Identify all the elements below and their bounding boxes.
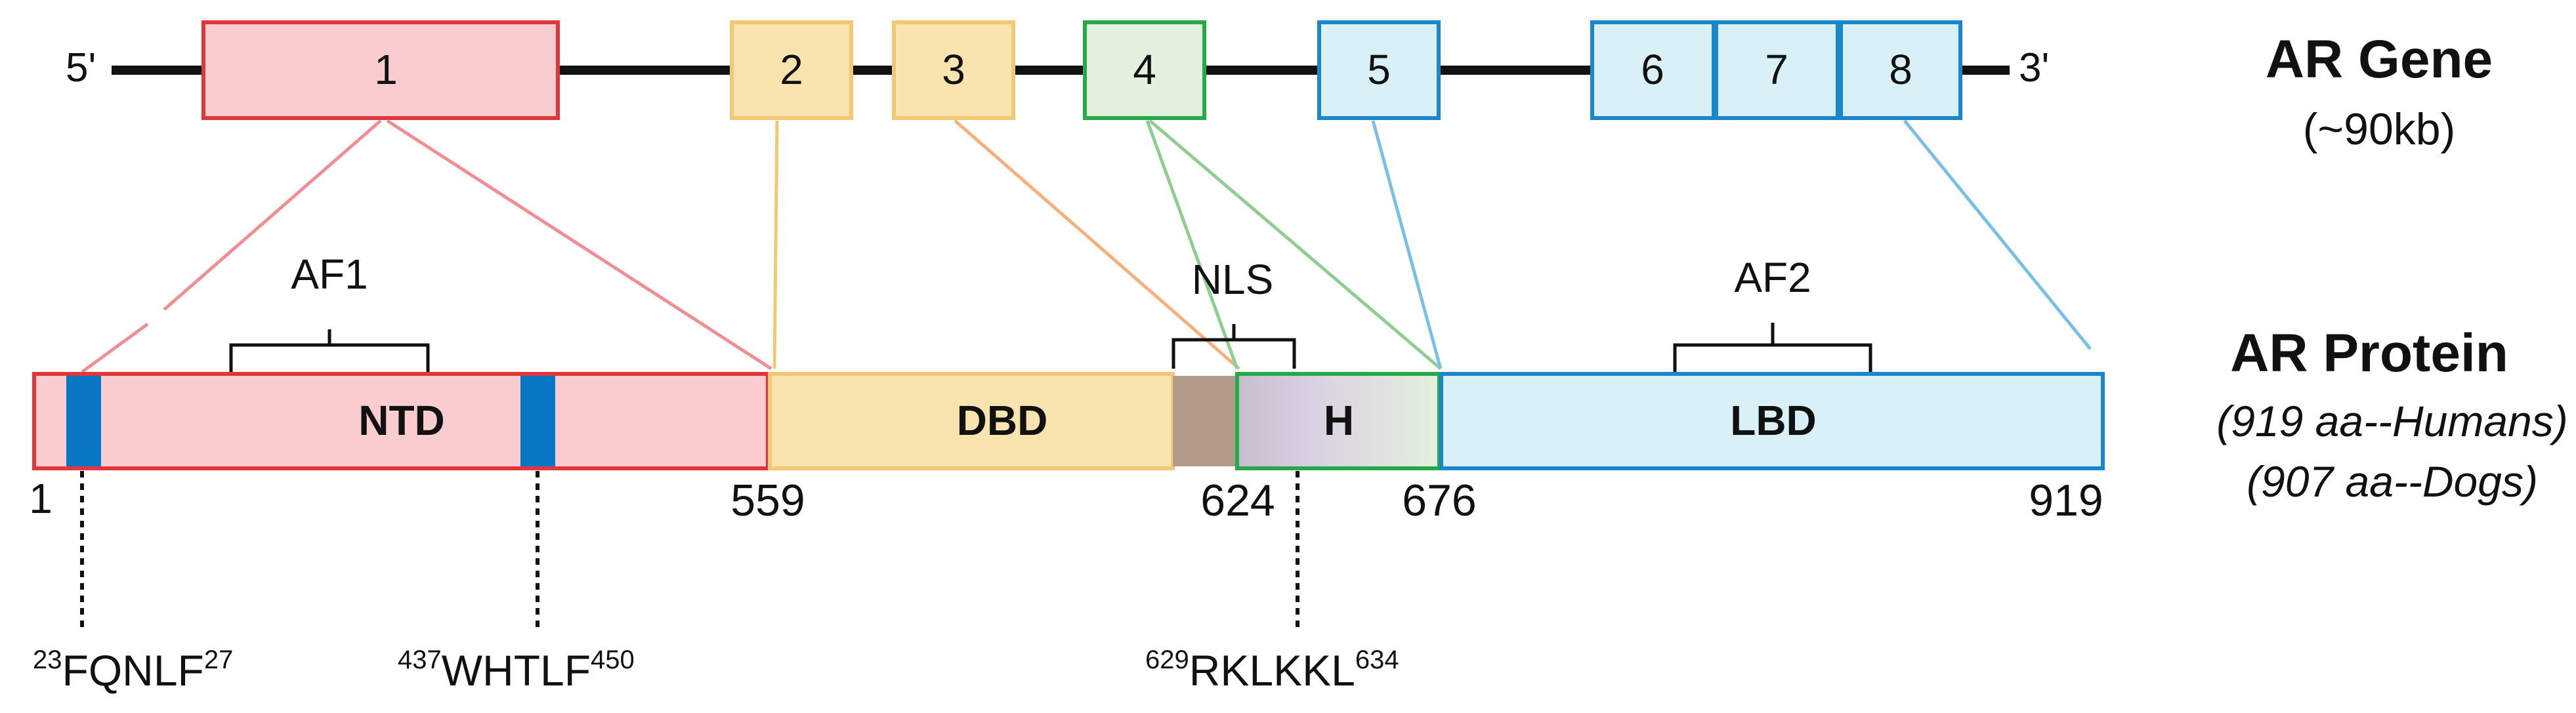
- connector-exon3: [954, 119, 1240, 370]
- connector-exon2: [772, 120, 779, 369]
- dbd-hinge-transition: [1173, 376, 1236, 466]
- exon-2: 2: [730, 20, 853, 120]
- exon-7-label: 7: [1765, 46, 1788, 93]
- motif-marker-fqnlf: [66, 376, 101, 466]
- hinge-label: H: [1324, 397, 1354, 444]
- motif-rklkkl-sequence: RKLKKL: [1189, 646, 1355, 695]
- af2-label: AF2: [1734, 254, 1811, 301]
- exon-1: 1: [201, 20, 560, 120]
- exon-4-box: [1083, 20, 1206, 120]
- exon-connector-lines: [81, 119, 2092, 374]
- exon-6-label: 6: [1641, 46, 1664, 93]
- exon-5: 5: [1317, 20, 1441, 120]
- protein-species-dog: (907 aa--Dogs): [2247, 457, 2538, 506]
- position-676: 676: [1402, 476, 1476, 525]
- exon-8-label: 8: [1889, 46, 1912, 93]
- motif-fqnlf-sequence: FQNLF: [62, 646, 204, 695]
- exon-7: 7: [1714, 20, 1840, 120]
- exon-3-box: [892, 20, 1015, 120]
- connector-exon4-right: [1149, 119, 1442, 370]
- exon-1-box: [201, 20, 560, 120]
- nls-label: NLS: [1192, 256, 1274, 303]
- dbd-domain: [768, 372, 1175, 470]
- connector-exon5: [1371, 120, 1443, 369]
- position-919: 919: [2029, 476, 2103, 525]
- motif-marker-whtlf: [520, 376, 555, 466]
- exon-7-box: [1714, 20, 1840, 120]
- motif-whtlf-sequence: WHTLF: [442, 646, 591, 695]
- exon-2-label: 2: [780, 46, 803, 93]
- af1-bracket: [229, 329, 430, 372]
- exon-6-box: [1590, 20, 1716, 120]
- lbd-domain: [1439, 372, 2105, 470]
- motif-whtlf-end: 450: [591, 645, 635, 674]
- position-624: 624: [1200, 476, 1275, 525]
- af1-bracket-group: AF1: [229, 251, 430, 372]
- motif-rklkkl-start: 629: [1145, 645, 1189, 674]
- hinge-domain: [1235, 372, 1441, 470]
- nls-bracket-group: NLS: [1172, 256, 1296, 369]
- exon-5-box: [1317, 20, 1441, 120]
- motif-rklkkl: 629RKLKKL634: [1145, 645, 1399, 695]
- motif-rklkkl-end: 634: [1355, 645, 1399, 674]
- exon-8: 8: [1839, 20, 1962, 120]
- exon-4-label: 4: [1133, 46, 1156, 93]
- three-prime-label: 3': [2019, 45, 2049, 91]
- gene-title: AR Gene: [2266, 30, 2493, 89]
- protein-section: NTD DBD H LBD 1 559 624 676 919 AR Prote…: [29, 323, 2568, 525]
- exon-5-label: 5: [1367, 46, 1391, 93]
- ntd-label: NTD: [358, 397, 445, 444]
- motif-fqnlf: 23FQNLF27: [33, 645, 233, 695]
- ntd-domain: [32, 372, 770, 470]
- connector-exon1-left-upper: [163, 119, 382, 311]
- position-559: 559: [730, 476, 805, 525]
- protein-species-human: (919 aa--Humans): [2216, 397, 2568, 445]
- exon-3-label: 3: [942, 46, 965, 93]
- af2-bracket: [1673, 323, 1872, 372]
- protein-title: AR Protein: [2230, 323, 2508, 383]
- connector-exon4-left: [1145, 120, 1239, 369]
- five-prime-label: 5': [66, 45, 96, 91]
- motif-fqnlf-start: 23: [33, 645, 62, 674]
- exon-2-box: [730, 20, 853, 120]
- gene-size: (~90kb): [2303, 104, 2455, 154]
- motif-whtlf: 437WHTLF450: [398, 645, 635, 695]
- position-1: 1: [29, 475, 53, 522]
- exon-1-label: 1: [374, 46, 398, 93]
- af2-bracket-group: AF2: [1673, 254, 1872, 372]
- exon-8-box: [1839, 20, 1962, 120]
- connector-exon8: [1903, 119, 2092, 350]
- lbd-label: LBD: [1730, 397, 1817, 444]
- exon-3: 3: [892, 20, 1015, 120]
- motif-whtlf-start: 437: [398, 645, 442, 674]
- gene-section: 5' 3' 1 2 3 4 5 6 7: [66, 20, 2493, 154]
- exon-4: 4: [1083, 20, 1206, 120]
- motif-fqnlf-end: 27: [204, 645, 234, 674]
- connector-exon1-right: [386, 119, 772, 371]
- connector-exon1-left-lower: [81, 322, 149, 374]
- exon-6: 6: [1590, 20, 1716, 120]
- nls-bracket: [1172, 324, 1296, 369]
- dbd-label: DBD: [957, 397, 1048, 444]
- motif-dotted-lines: [80, 471, 1299, 633]
- af1-label: AF1: [291, 251, 368, 298]
